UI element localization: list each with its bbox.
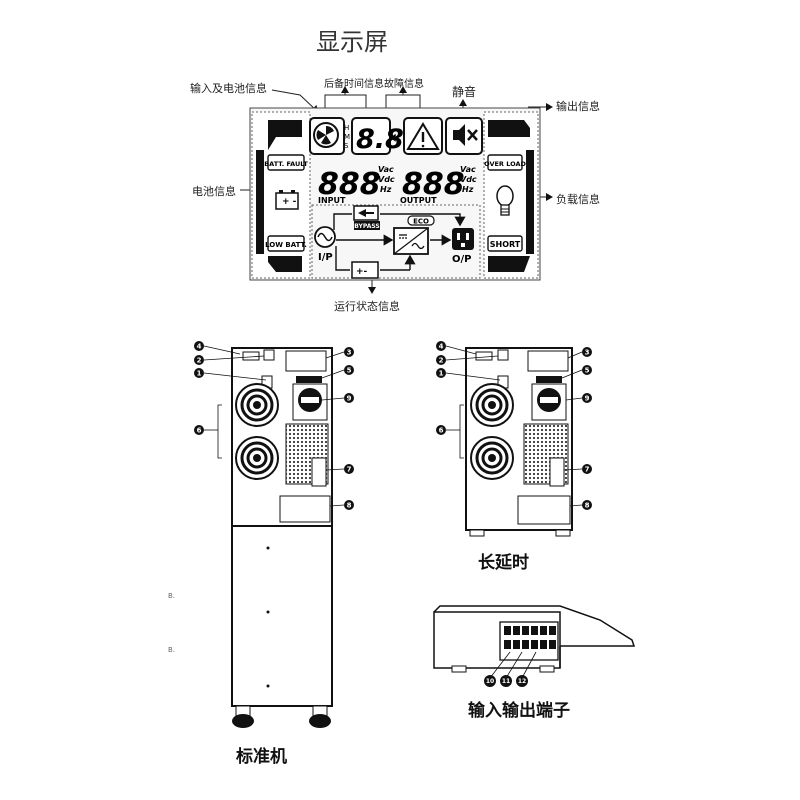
callout-5: 5: [347, 367, 352, 375]
callout-2-long: 2: [439, 357, 444, 365]
callout-6-long: 6: [439, 427, 444, 435]
fan-upper-long: [470, 383, 514, 427]
battery-level-bar-left: [256, 150, 264, 254]
hms-s: S: [344, 142, 349, 150]
left-battery-panel: BATT. FAULT + - LOW BATT.: [251, 111, 311, 279]
input-digits: 888: [318, 167, 381, 202]
svg-text:+-: +-: [356, 267, 368, 277]
batt-fault-badge: [267, 154, 305, 171]
fault-warning-icon: [406, 122, 440, 150]
battery-info-label: 电池信息: [192, 185, 236, 198]
callout-9-long: 9: [585, 395, 590, 403]
output-digits: 888: [402, 167, 465, 202]
low-batt-text: LOW BATT.: [265, 241, 307, 249]
fault-info-label: 故障信息: [384, 79, 424, 90]
fan-lower-long: [470, 436, 514, 480]
mute-label: 静音: [452, 85, 477, 99]
right-load-panel: OVER LOAD SHORT: [483, 111, 539, 279]
callout-4-long: 4: [439, 343, 444, 351]
fan-upper: [235, 383, 279, 427]
output-socket-icon: [452, 228, 474, 250]
backup-time-info-label: 后备时间信息: [324, 79, 384, 90]
short-text: SHORT: [490, 240, 521, 249]
callout-8-long: 8: [585, 502, 590, 510]
load-level-bar-right: [526, 150, 534, 254]
input-unit-vdc: Vdc: [378, 175, 395, 184]
callout-7-long: 7: [585, 466, 590, 474]
callout-1: 1: [197, 370, 202, 378]
output-unit-vdc: Vdc: [460, 175, 477, 184]
chevrons-icon: «: [390, 127, 402, 148]
callout-10: 10: [486, 678, 494, 685]
output-info-label: 输出信息: [556, 100, 600, 113]
output-label: OUTPUT: [400, 196, 437, 205]
side-mark-upper: B.: [168, 592, 176, 600]
over-load-badge: [487, 154, 523, 171]
callout-9: 9: [347, 395, 352, 403]
side-mark-lower: B.: [168, 646, 176, 654]
input-unit-vac: Vac: [378, 165, 394, 174]
svg-text:+ -: + -: [282, 197, 297, 207]
short-badge: [487, 235, 523, 252]
input-battery-info-label: 输入及电池信息: [190, 82, 267, 95]
callout-7: 7: [347, 466, 352, 474]
clock-icon: [313, 122, 339, 148]
bulb-icon: [496, 185, 514, 216]
op-label: O/P: [452, 254, 471, 265]
hms-h: H: [344, 124, 349, 132]
long-backup-label: 长延时: [478, 553, 529, 573]
run-status-info-label: 运行状态信息: [334, 300, 400, 313]
input-unit-hz: Hz: [380, 185, 392, 194]
callout-3-long: 3: [585, 349, 590, 357]
callout-12: 12: [518, 678, 526, 685]
bypass-plug-icon: BYPASS: [353, 205, 380, 230]
callout-8: 8: [347, 502, 352, 510]
battery-icon: + -: [275, 190, 299, 210]
callout-6: 6: [197, 427, 202, 435]
callout-4: 4: [197, 343, 202, 351]
bypass-label: BYPASS: [354, 223, 379, 230]
terminals-label: 输入输出端子: [468, 701, 570, 721]
callout-2: 2: [197, 357, 202, 365]
low-batt-badge: [267, 235, 305, 252]
batt-fault-text: BATT. FAULT: [264, 160, 308, 168]
callout-5-long: 5: [585, 367, 590, 375]
terminal-screws: [504, 626, 556, 649]
lcd-top-row: H M S 8.8 «: [309, 117, 483, 155]
ip-label: I/P: [318, 252, 333, 263]
run-status-flow: I/P BYPASS ECO +-: [311, 204, 481, 279]
mute-icon: [453, 124, 478, 146]
load-info-label: 负载信息: [556, 193, 600, 206]
callout-3: 3: [347, 349, 352, 357]
over-load-text: OVER LOAD: [484, 160, 526, 168]
fan-lower: [235, 436, 279, 480]
hms-m: M: [344, 133, 350, 141]
backup-time-digits: 8.8: [356, 124, 404, 155]
eco-badge: [407, 215, 435, 226]
eco-label: ECO: [413, 218, 429, 226]
output-unit-vac: Vac: [460, 165, 476, 174]
standard-label: 标准机: [236, 747, 287, 767]
inverter-icon: [393, 227, 429, 255]
page-title: 显示屏: [316, 28, 388, 56]
lcd-digit-row: 888 Vac Vdc Hz INPUT 888 Vac Vdc Hz OUTP…: [318, 165, 477, 205]
battery-status-icon: +-: [351, 261, 379, 279]
callout-1-long: 1: [439, 370, 444, 378]
callout-11: 11: [502, 678, 510, 685]
output-unit-hz: Hz: [462, 185, 474, 194]
input-label: INPUT: [318, 196, 346, 205]
